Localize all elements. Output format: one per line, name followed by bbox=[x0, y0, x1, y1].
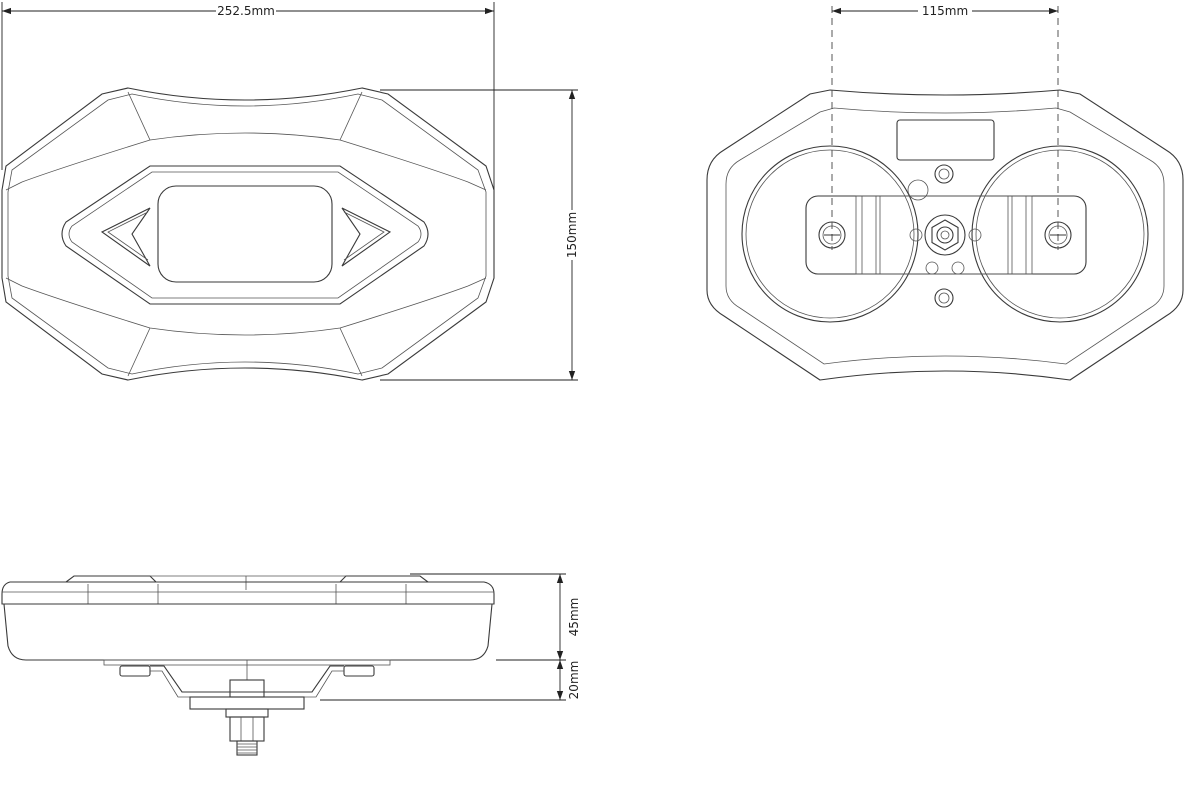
bottom-screw-head bbox=[938, 292, 950, 304]
left-suction-cup-rim bbox=[745, 149, 915, 319]
front-view bbox=[1, 87, 495, 381]
facet-line bbox=[467, 277, 487, 287]
facet-line bbox=[339, 327, 363, 377]
side-hole bbox=[909, 228, 923, 242]
side-height-dimensions: 45mm 20mm bbox=[320, 573, 581, 701]
facet-line bbox=[467, 181, 487, 191]
side-threaded-stud bbox=[236, 740, 258, 756]
front-bevel-upper bbox=[21, 132, 469, 183]
right-chevron-icon bbox=[341, 207, 392, 267]
front-outer-housing bbox=[1, 87, 495, 381]
right-chevron-inner bbox=[343, 211, 385, 261]
facet-line bbox=[127, 327, 151, 377]
front-center-window bbox=[157, 185, 333, 283]
left-chevron-inner bbox=[107, 211, 149, 261]
facet-line bbox=[127, 91, 151, 141]
center-stud-washer bbox=[924, 214, 966, 256]
side-top-bump-right bbox=[338, 575, 430, 583]
front-width-dimension: 252.5mm bbox=[1, 2, 495, 190]
center-stud bbox=[936, 226, 954, 244]
rear-view bbox=[706, 89, 1184, 381]
left-suction-cup bbox=[741, 145, 919, 323]
front-height-label: 150mm bbox=[565, 212, 579, 258]
left-foot-nut bbox=[119, 665, 151, 677]
side-top-rim bbox=[1, 581, 495, 605]
side-top-bump-left bbox=[64, 575, 158, 583]
side-bottom-nut bbox=[229, 716, 265, 742]
right-suction-cup-rim bbox=[975, 149, 1145, 319]
right-foot-nut bbox=[343, 665, 375, 677]
left-chevron-icon bbox=[100, 207, 151, 267]
rear-inner-housing bbox=[725, 107, 1165, 365]
rear-spacing-label: 115mm bbox=[922, 4, 968, 18]
side-washer bbox=[225, 708, 269, 718]
cable-grommet bbox=[907, 179, 929, 201]
side-body-height-label: 45mm bbox=[567, 598, 581, 637]
center-hex-nut bbox=[931, 219, 959, 251]
lower-hole bbox=[951, 261, 965, 275]
side-top-nut bbox=[229, 679, 265, 698]
rear-spacing-dimension: 115mm bbox=[824, 3, 1066, 250]
front-bevel-lower bbox=[21, 285, 469, 336]
facet-line bbox=[5, 277, 23, 287]
side-hole bbox=[968, 228, 982, 242]
side-bracket bbox=[150, 665, 344, 693]
front-lens-frame bbox=[61, 165, 429, 305]
top-screw bbox=[934, 164, 954, 184]
bracket-center-plate bbox=[855, 195, 1033, 275]
rear-outer-housing bbox=[706, 89, 1184, 381]
side-mount-plate bbox=[189, 696, 305, 710]
lower-hole bbox=[925, 261, 939, 275]
side-main-body bbox=[3, 603, 493, 661]
facet-line bbox=[5, 181, 23, 191]
top-screw-head bbox=[938, 168, 950, 180]
side-mount-height-label: 20mm bbox=[567, 661, 581, 700]
rear-label-plate bbox=[896, 119, 995, 161]
right-suction-cup bbox=[971, 145, 1149, 323]
side-view bbox=[1, 575, 495, 756]
facet-line bbox=[339, 91, 363, 141]
front-width-label: 252.5mm bbox=[217, 4, 275, 18]
bottom-screw bbox=[934, 288, 954, 308]
front-outer-housing-inner-edge bbox=[7, 93, 487, 375]
front-lens-frame-inner bbox=[68, 171, 422, 299]
front-height-dimension: 150mm bbox=[380, 89, 580, 381]
mounting-bracket bbox=[805, 195, 1087, 275]
